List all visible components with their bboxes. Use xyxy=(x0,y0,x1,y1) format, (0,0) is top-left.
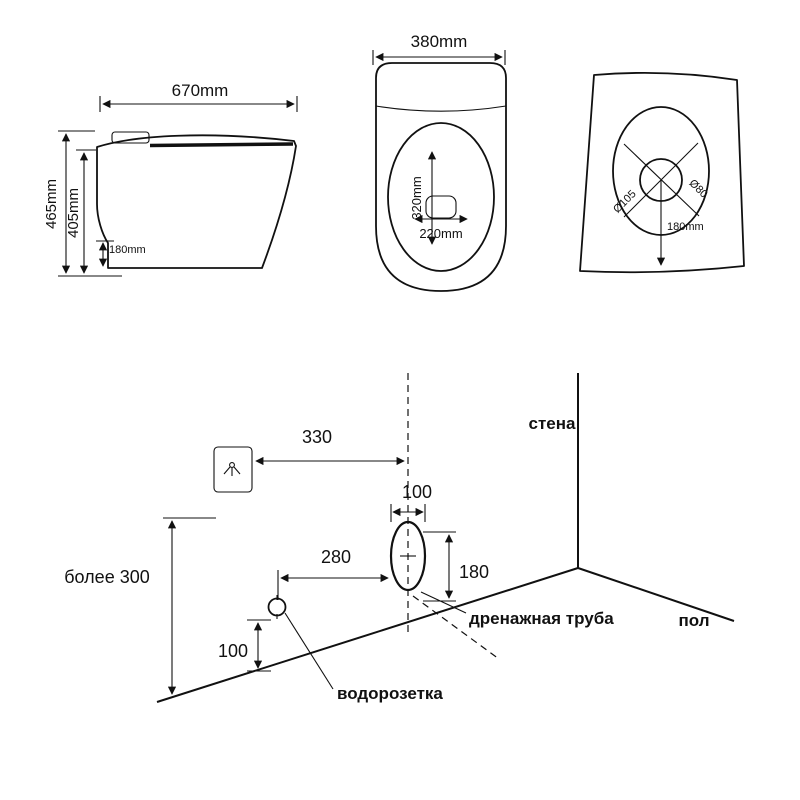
water-socket-icon xyxy=(223,462,241,476)
bowl-length-label: 320mm xyxy=(409,176,424,219)
control-panel xyxy=(111,131,150,144)
bowl-width-label: 220mm xyxy=(419,226,462,241)
water-socket-plate xyxy=(213,446,253,493)
outlet-height-label: 180mm xyxy=(667,221,704,233)
socket-height-label: 100 xyxy=(218,641,248,661)
back-view: Ø105 Ø80 180mm xyxy=(579,71,745,274)
drain-width-label: 100 xyxy=(402,482,432,502)
toilet-top-outline xyxy=(375,62,507,292)
dist-280-label: 280 xyxy=(321,547,351,567)
bowl-ellipse xyxy=(387,122,495,272)
top-view: 380mm 320mm 220mm xyxy=(372,32,507,292)
installation-diagram: стена пол 330 100 280 xyxy=(64,373,735,703)
drain-pipe-leader-line xyxy=(420,591,467,614)
drain-opening xyxy=(425,195,457,219)
side-base-height-label: 180mm xyxy=(109,244,146,256)
floor-label: пол xyxy=(678,611,709,630)
water-socket-box xyxy=(213,446,253,493)
toilet-side-outline xyxy=(96,134,297,269)
side-view: 670mm 465mm 405mm 180mm xyxy=(43,81,298,277)
wall-label: стена xyxy=(529,414,577,433)
dist-330-label: 330 xyxy=(302,427,332,447)
inlet-diameter-label: Ø80 xyxy=(687,177,710,200)
floor-edge-right xyxy=(577,567,735,622)
min-clearance-label: более 300 xyxy=(64,567,149,587)
top-width-label: 380mm xyxy=(411,32,468,51)
drain-height-label: 180 xyxy=(459,562,489,582)
toilet-back-outline xyxy=(579,71,745,274)
side-height-seat-label: 405mm xyxy=(65,188,82,238)
side-width-label: 670mm xyxy=(172,81,229,100)
water-socket-circle xyxy=(267,597,287,617)
toilet-seat-edge xyxy=(149,142,294,148)
tank-edge-line xyxy=(375,105,507,112)
water-socket-label: водорозетка xyxy=(337,684,443,703)
side-height-total-label: 465mm xyxy=(43,179,60,229)
floor-edge-left xyxy=(156,567,579,703)
drain-axis-dashed-line xyxy=(412,595,500,660)
water-socket-leader-line xyxy=(284,612,334,690)
drain-pipe-label: дренажная труба xyxy=(469,609,614,628)
drain-pipe-ellipse xyxy=(389,520,427,592)
